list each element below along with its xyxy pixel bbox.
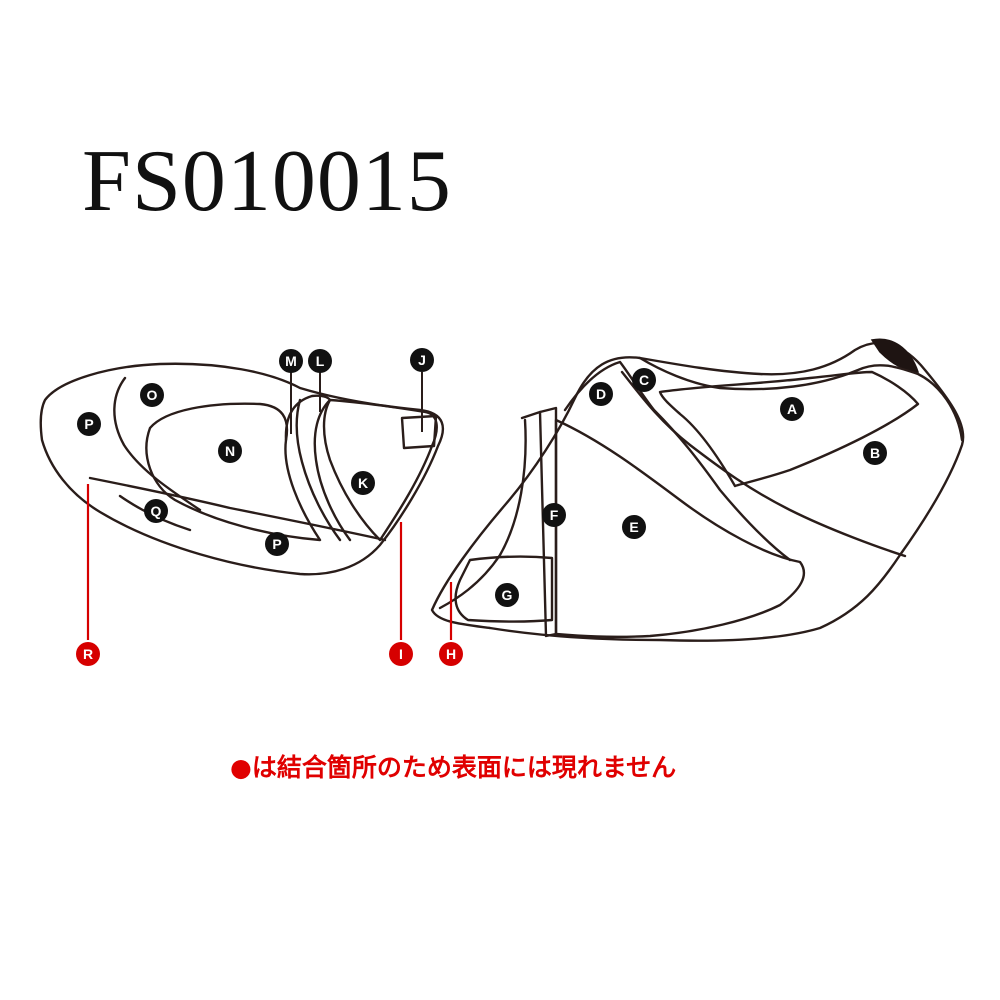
rear-seat-panel-m (295, 398, 342, 542)
front-seat-flap (438, 418, 527, 610)
badge-o: O (140, 383, 164, 407)
badge-q: Q (144, 499, 168, 523)
svg-text:F: F (550, 507, 559, 523)
svg-text:H: H (446, 646, 456, 662)
front-seat-panel-a (658, 370, 920, 488)
badge-n: N (218, 439, 242, 463)
front-seat-strip-f (538, 406, 558, 638)
badge-b: B (863, 441, 887, 465)
svg-text:O: O (147, 387, 158, 403)
badge-j: J (410, 348, 434, 372)
svg-text:E: E (629, 519, 638, 535)
svg-text:B: B (870, 445, 880, 461)
front-seat-nose-cap (870, 338, 920, 373)
badge-d: D (589, 382, 613, 406)
svg-text:L: L (316, 353, 325, 369)
svg-text:Q: Q (151, 503, 162, 519)
svg-text:I: I (399, 646, 403, 662)
badge-m: M (279, 349, 303, 373)
badge-g: G (495, 583, 519, 607)
svg-text:N: N (225, 443, 235, 459)
badge-p-upper: P (77, 412, 101, 436)
badge-k: K (351, 471, 375, 495)
svg-text:J: J (418, 352, 426, 368)
badge-a: A (780, 397, 804, 421)
svg-text:M: M (285, 353, 297, 369)
svg-text:C: C (639, 372, 649, 388)
front-seat-panel-e (554, 418, 806, 639)
rear-seat-outline (39, 362, 445, 576)
rear-seat-drawing (39, 362, 445, 640)
rear-seat-panel-k (322, 398, 438, 542)
rear-seat-inner-edge (113, 376, 202, 512)
front-seat-drawing (430, 338, 965, 642)
svg-text:D: D (596, 386, 606, 402)
front-seat-panel-g (454, 555, 554, 623)
svg-text:A: A (787, 401, 797, 417)
badge-f: F (542, 503, 566, 527)
front-seat-flap-edge (520, 410, 542, 420)
badge-p-lower: P (265, 532, 289, 556)
front-seat-outline (430, 341, 965, 642)
part-number-title: FS010015 (82, 133, 452, 230)
rear-seat-tab-j (400, 414, 438, 450)
front-seat-panel-d (563, 360, 792, 562)
badge-c: C (632, 368, 656, 392)
svg-text:G: G (502, 587, 513, 603)
svg-text:K: K (358, 475, 368, 491)
badge-l: L (308, 349, 332, 373)
rear-seat-panel-n (145, 402, 322, 542)
badge-r: R (76, 642, 100, 666)
svg-text:P: P (84, 416, 93, 432)
badge-h: H (439, 642, 463, 666)
svg-text:P: P (272, 536, 281, 552)
badge-e: E (622, 515, 646, 539)
hidden-seam-note: ●は結合箇所のため表面には現れません (230, 753, 677, 782)
badge-i: I (389, 642, 413, 666)
front-seat-top-ridge (638, 356, 964, 442)
svg-text:R: R (83, 646, 93, 662)
